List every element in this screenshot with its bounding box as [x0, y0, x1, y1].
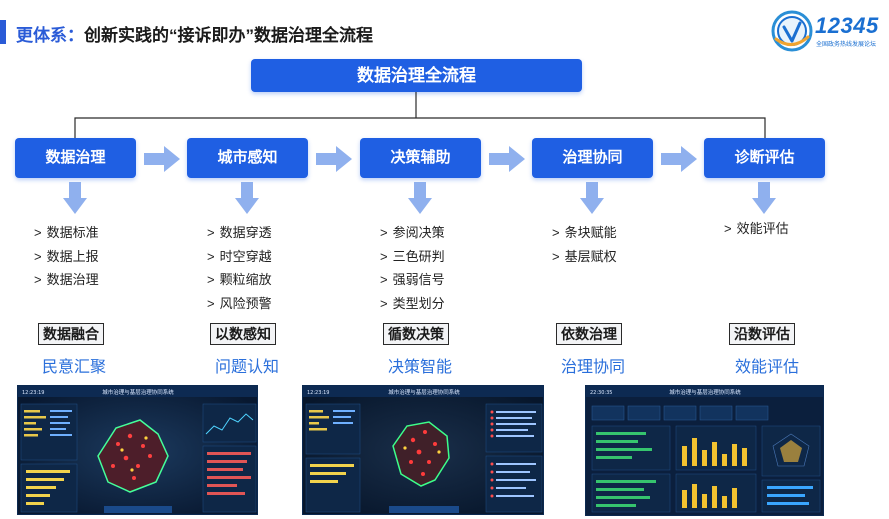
stage-items-list: >条块赋能 >基层赋权 — [552, 221, 617, 268]
stage-items-list: >数据标准 >数据上报 >数据治理 — [34, 221, 99, 292]
main-process-box: 数据治理全流程 — [251, 59, 582, 92]
list-item: >类型划分 — [380, 295, 445, 311]
logo-number: 12345 — [815, 13, 879, 38]
stage-items-list: >参阅决策 >三色研判 >强弱信号 >类型划分 — [380, 221, 445, 315]
dashboard-time: 22:30:35 — [590, 390, 612, 396]
list-item: >数据穿透 — [207, 225, 272, 240]
dashboard-time: 12:23:19 — [307, 390, 329, 396]
list-item: >基层赋权 — [552, 248, 617, 264]
hotline-logo: 12345 全国政务热线发展论坛 — [770, 9, 882, 53]
dashboard-screenshot: 12:23:19 城市治理与基层治理协同系统 — [302, 385, 544, 515]
stage-tag: 数据融合 — [38, 323, 104, 345]
right-arrow-icon — [489, 146, 525, 172]
dashboard-title: 城市治理与基层治理协同系统 — [669, 388, 741, 396]
bracket-connector — [74, 92, 766, 138]
list-item: >三色研判 — [380, 248, 445, 264]
down-arrow-icon — [235, 182, 259, 214]
stage-tag: 沿数评估 — [729, 323, 795, 345]
stage-subtitle: 决策智能 — [387, 359, 452, 376]
stage-subtitle: 效能评估 — [734, 359, 799, 376]
stage-subtitle: 问题认知 — [214, 359, 279, 376]
list-item: >风险预警 — [207, 295, 272, 311]
list-item: >参阅决策 — [380, 225, 445, 240]
dashboard-title: 城市治理与基层治理协同系统 — [102, 388, 174, 396]
right-arrow-icon — [144, 146, 180, 172]
list-item: >效能评估 — [724, 221, 789, 236]
stage-tag: 以数感知 — [210, 323, 276, 345]
stage-decision-support: 决策辅助 — [360, 138, 481, 178]
right-arrow-icon — [316, 146, 352, 172]
stage-data-governance: 数据治理 — [15, 138, 136, 178]
stage-tag: 依数治理 — [556, 323, 622, 345]
dashboard-screenshot: 12:23:19 城市治理与基层治理协同系统 — [17, 385, 258, 515]
logo-subtitle: 全国政务热线发展论坛 — [816, 42, 877, 48]
list-item: >时空穿越 — [207, 248, 272, 264]
list-item: >数据治理 — [34, 272, 99, 287]
down-arrow-icon — [752, 182, 776, 214]
dashboard-title: 城市治理与基层治理协同系统 — [388, 388, 460, 396]
dashboard-time: 12:23:19 — [22, 390, 44, 396]
down-arrow-icon — [408, 182, 432, 214]
list-item: >颗粒缩放 — [207, 272, 272, 287]
stage-city-perception: 城市感知 — [187, 138, 308, 178]
right-arrow-icon — [661, 146, 697, 172]
stage-diagnosis-eval: 诊断评估 — [704, 138, 825, 178]
stage-items-list: >效能评估 — [724, 217, 789, 241]
down-arrow-icon — [580, 182, 604, 214]
stage-governance-collab: 治理协同 — [532, 138, 653, 178]
down-arrow-icon — [63, 182, 87, 214]
stage-items-list: >数据穿透 >时空穿越 >颗粒缩放 >风险预警 — [207, 221, 272, 315]
page-title: 更体系：创新实践的“接诉即办”数据治理全流程 — [16, 21, 373, 46]
list-item: >条块赋能 — [552, 225, 617, 240]
title-main: 创新实践的“接诉即办”数据治理全流程 — [84, 26, 373, 45]
shield-emblem-icon — [771, 10, 813, 52]
title-prefix: 更体系： — [16, 26, 84, 45]
title-accent-bar — [0, 20, 6, 44]
stage-subtitle: 民意汇聚 — [41, 359, 106, 376]
dashboard-screenshot: 22:30:35 城市治理与基层治理协同系统 — [585, 385, 824, 516]
list-item: >数据上报 — [34, 248, 99, 264]
list-item: >数据标准 — [34, 225, 99, 240]
stage-subtitle: 治理协同 — [560, 359, 625, 376]
stage-tag: 循数决策 — [383, 323, 449, 345]
list-item: >强弱信号 — [380, 272, 445, 287]
